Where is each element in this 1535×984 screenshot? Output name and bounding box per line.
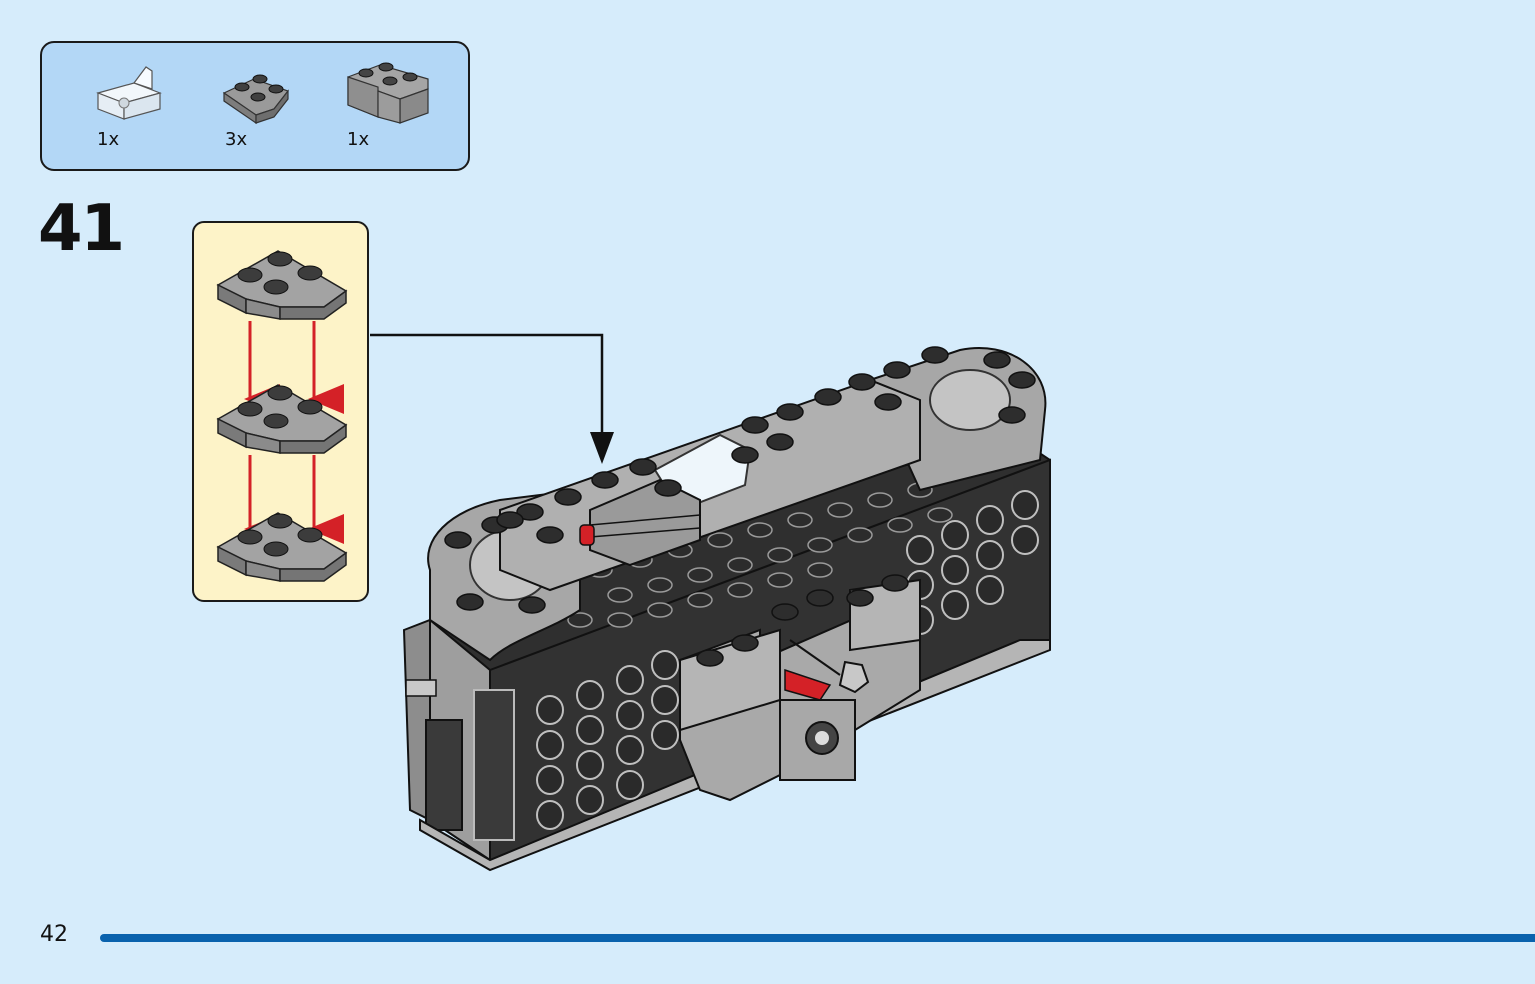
step-number: 41 [38, 192, 125, 266]
wedge-plate-middle [216, 384, 348, 454]
footer-progress-bar [100, 934, 1535, 942]
part-qty-2: 3x [225, 129, 248, 150]
parts-list-panel: 1x 3x 1x [40, 41, 470, 171]
transparent-bracket-icon [96, 66, 162, 120]
part-qty-1: 1x [97, 129, 120, 150]
wedge-plate-top [216, 250, 348, 320]
gray-wedge-plate-icon [222, 74, 289, 125]
subassembly-panel [192, 221, 369, 602]
wedge-plate-bottom [216, 512, 348, 582]
page-number: 42 [40, 922, 68, 947]
lego-model-assembly [402, 346, 1051, 872]
stacked-wedge-plates-diagram [216, 250, 348, 582]
gray-corner-brick-icon [347, 62, 429, 124]
part-qty-3: 1x [347, 129, 370, 150]
